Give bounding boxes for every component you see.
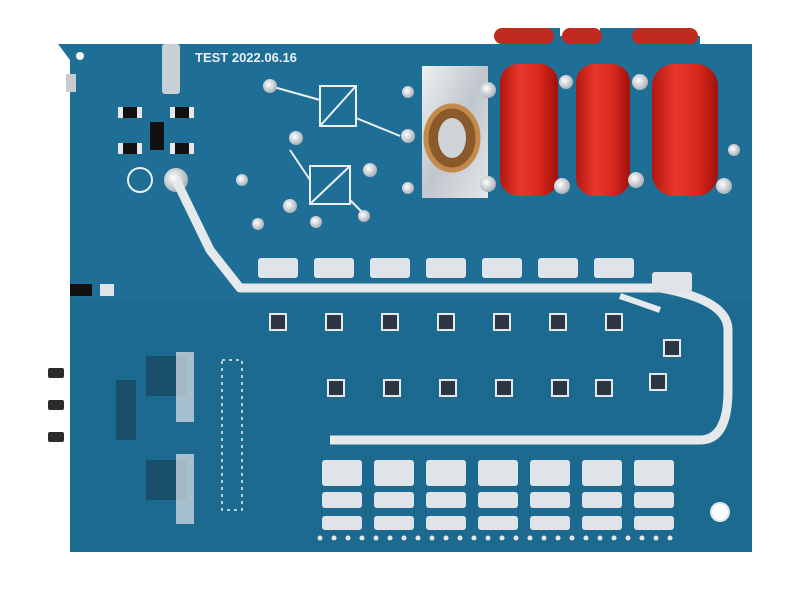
copper-trace-branch bbox=[619, 293, 661, 313]
through-hole-left bbox=[127, 167, 153, 193]
toroid-solder-pads bbox=[402, 74, 740, 194]
toroid-inductor-3 bbox=[632, 28, 718, 196]
transistor-row-2 bbox=[327, 373, 667, 397]
transistor-row-1 bbox=[269, 313, 681, 357]
mosfet-pad-row-top bbox=[258, 258, 692, 292]
bridge-pads bbox=[236, 79, 415, 230]
inductor-toroid-small-hole bbox=[438, 118, 466, 158]
toroid-inductor-2 bbox=[562, 28, 630, 196]
mounting-hole-bottom-right bbox=[710, 502, 730, 522]
bridge-rectifier-symbol bbox=[269, 85, 401, 215]
control-section bbox=[70, 284, 243, 524]
toroid-inductor-1 bbox=[494, 28, 558, 196]
mounting-hole-top-left bbox=[76, 52, 84, 60]
pin-header-bottom bbox=[317, 535, 673, 541]
corner-pad bbox=[66, 74, 76, 92]
power-stage-pads bbox=[322, 460, 674, 530]
smd-cluster bbox=[118, 107, 194, 154]
test-date-label: TEST 2022.06.16 bbox=[195, 50, 297, 65]
board-shading bbox=[70, 300, 752, 552]
copper-tab bbox=[162, 44, 180, 94]
side-connector-pins bbox=[48, 368, 64, 442]
